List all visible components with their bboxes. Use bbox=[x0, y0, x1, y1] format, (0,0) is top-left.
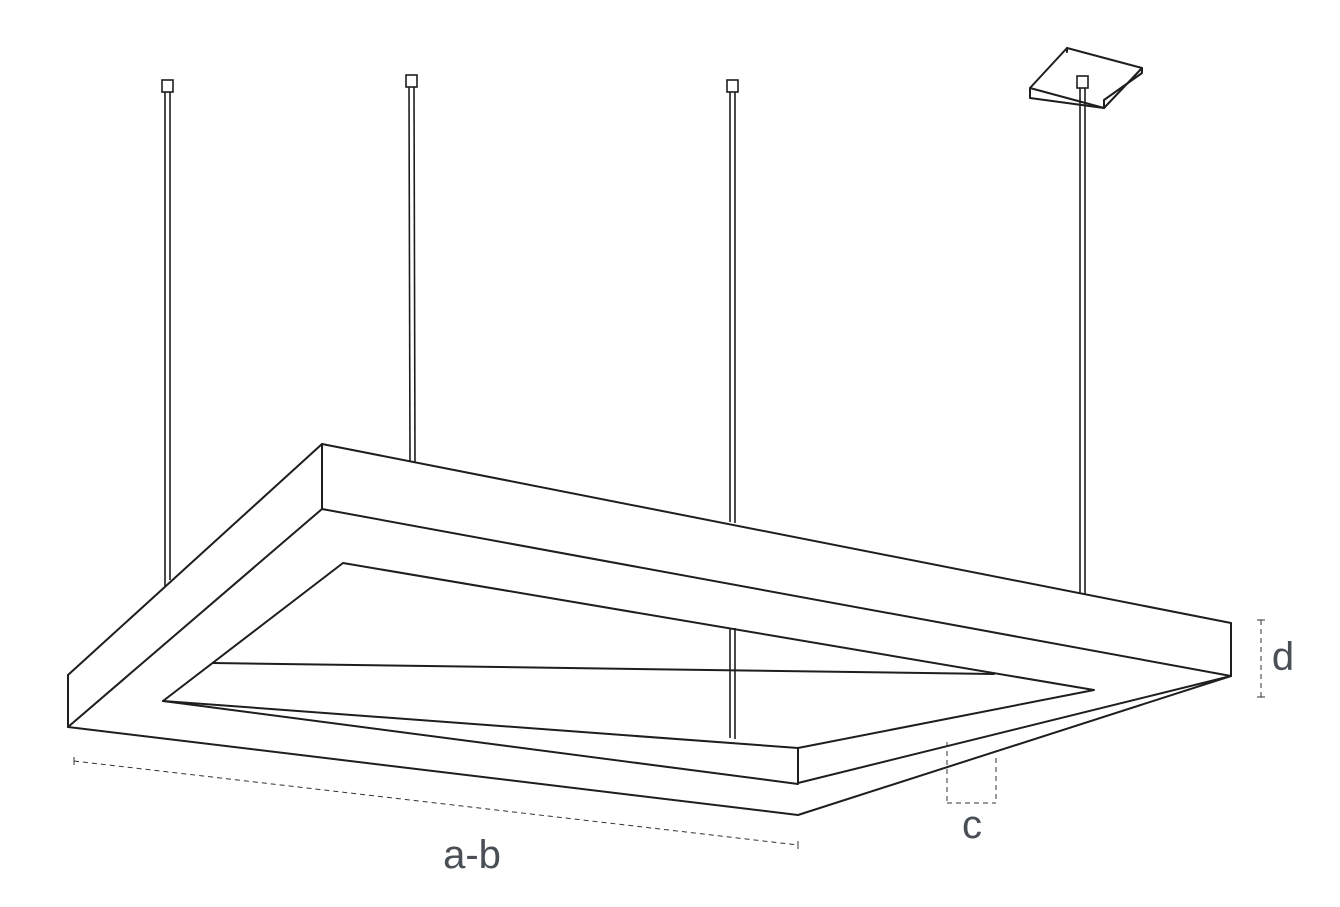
light-frame bbox=[67, 443, 1232, 816]
suspension-rod-2 bbox=[405, 74, 418, 463]
suspension-rod-4 bbox=[1076, 75, 1089, 595]
dimension-profile-height bbox=[1257, 619, 1265, 698]
dimension-label-profile-height: d bbox=[1272, 635, 1294, 679]
suspension-rod-3 bbox=[726, 79, 739, 739]
dimension-length bbox=[73, 757, 799, 849]
suspension-rod-1 bbox=[161, 79, 174, 586]
dimension-label-length: a-b bbox=[443, 833, 501, 877]
dimension-profile-width bbox=[946, 742, 997, 804]
dimension-label-profile-width: c bbox=[962, 803, 982, 847]
